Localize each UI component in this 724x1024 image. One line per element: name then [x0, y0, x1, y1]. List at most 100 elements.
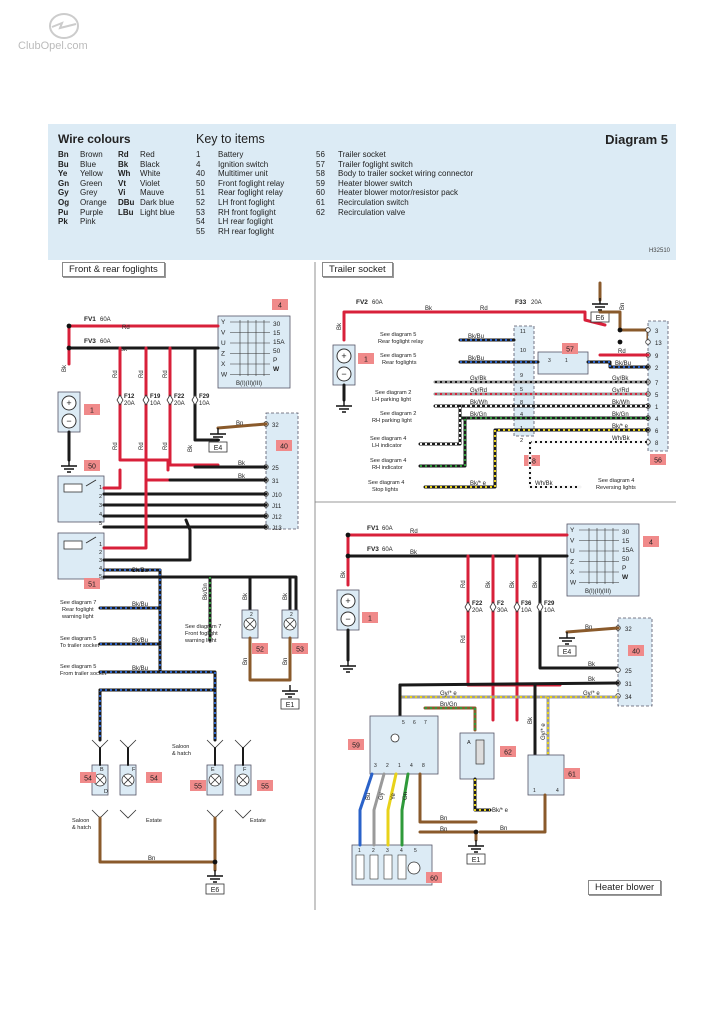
- fuse-label: FV3: [84, 338, 96, 345]
- wire-tracer: [420, 418, 466, 467]
- legend-name: Recirculation switch: [338, 197, 409, 207]
- terminal-label: 25: [272, 466, 279, 472]
- component-tag-number: 53: [296, 647, 304, 654]
- ignition-position-label: 15: [622, 538, 630, 545]
- legend-code: Vi: [118, 188, 126, 198]
- legend-name: RH front foglight: [218, 207, 276, 217]
- reference-label: From trailer socket: [60, 671, 107, 677]
- relay-loop-wire: [102, 518, 192, 562]
- earth-point-label: E1: [472, 857, 481, 864]
- legend-code: 60: [316, 188, 325, 198]
- ignition-positions: B(I)(II)(III): [236, 381, 262, 387]
- lamp-pin: B: [100, 767, 104, 773]
- wire-label: Gy/Rd: [612, 388, 629, 394]
- ignition-position-label: W: [273, 366, 280, 373]
- heater-ground-join: [418, 830, 478, 842]
- fuse-rating: 30A: [497, 608, 508, 614]
- multitimer-box: [265, 412, 299, 530]
- legend-row: Bu Blue: [58, 160, 107, 170]
- legend-name: Blue: [80, 159, 97, 169]
- component-tag-number: 54: [150, 776, 158, 783]
- ground-icon: [468, 840, 484, 853]
- fuse-label: F22: [174, 394, 185, 400]
- switch-pin: 3: [548, 358, 551, 364]
- fuse-rating: 60A: [372, 300, 383, 306]
- section-label-heater: Heater blower: [588, 880, 662, 895]
- wire-label: Gy/* e: [440, 691, 457, 697]
- e4-ground-wire: [216, 422, 268, 430]
- fuse-label: F29: [544, 601, 555, 607]
- wire-label: Rd: [461, 635, 467, 643]
- wire-label: Bn: [283, 658, 289, 665]
- fuse-icon: [166, 394, 174, 406]
- valve-ground-wire: [473, 777, 492, 812]
- legend-name: Orange: [80, 197, 107, 207]
- ignition-terminal-label: Z: [221, 351, 225, 358]
- legend-code: Bu: [58, 159, 69, 169]
- legend-name: Yellow: [80, 169, 103, 179]
- wire-label: Bk/Bu: [615, 361, 631, 367]
- fuse-rating: 60A: [382, 547, 393, 553]
- battery-minus: −: [341, 369, 346, 379]
- blower-speed4-wire: [400, 772, 410, 847]
- reference-label: See diagram 4: [598, 478, 634, 484]
- wire-tracer: [425, 429, 648, 488]
- component-tag: [650, 454, 666, 465]
- reference-label: See diagram 5: [380, 353, 416, 359]
- ignition-terminal-label: U: [221, 340, 226, 347]
- component-tag-number: 59: [352, 743, 360, 750]
- connector-plug-icon: [234, 809, 252, 819]
- junction-dot: [473, 829, 479, 835]
- component-tag-number: 55: [261, 784, 269, 791]
- reference-label: See diagram 4: [370, 458, 406, 464]
- switch-pin: 1: [565, 358, 568, 364]
- lamp-pin: 2: [290, 612, 293, 618]
- terminal-label: 32: [272, 423, 279, 429]
- component-tag: [564, 768, 580, 779]
- component-tag-number: 62: [504, 750, 512, 757]
- ground-icon: [207, 870, 223, 883]
- fuse-rating: 20A: [472, 608, 483, 614]
- battery-minus: −: [66, 416, 71, 426]
- fuse-label: FV3: [367, 546, 379, 553]
- fuse-rating: 10A: [199, 401, 210, 407]
- earth-point: [466, 853, 486, 865]
- switch-pin: 2: [386, 763, 389, 769]
- relay-pin: 2: [99, 494, 102, 500]
- fuse-label: FV1: [367, 525, 379, 532]
- reference-label: Estate: [250, 818, 266, 824]
- reference-label: See diagram 7: [185, 624, 221, 630]
- legend-code: 52: [196, 197, 205, 207]
- fuse-icon: [513, 601, 521, 613]
- heater-e4-wire: [565, 626, 620, 634]
- reference-label: Rear foglight: [62, 607, 94, 613]
- socket-pin-label: 6: [655, 429, 659, 435]
- legend-name: Violet: [140, 178, 160, 188]
- battery-minus-icon: [61, 413, 77, 429]
- blower-speed1-wire: [358, 772, 374, 847]
- ground-icon: [210, 428, 226, 441]
- wire-label: Bn: [148, 856, 155, 862]
- rear-fog-wire: [102, 568, 162, 672]
- fuse-label: F33: [515, 299, 527, 306]
- fuse-label: F29: [199, 394, 210, 400]
- wire-tracer: [425, 707, 476, 730]
- legend-name: Grey: [80, 188, 98, 198]
- wire-label: Bn: [440, 816, 447, 822]
- reference-label: warning light: [61, 614, 94, 620]
- component-tag-number: 54: [84, 776, 92, 783]
- junction-dot: [66, 323, 72, 329]
- reference-label: Reversing lights: [596, 485, 636, 491]
- front-fog-ground: [248, 636, 292, 682]
- legend-code: 55: [196, 226, 205, 236]
- connector-pin: 8: [520, 400, 523, 406]
- component-tag-number: 60: [430, 876, 438, 883]
- reference-label: Front foglight: [185, 631, 218, 637]
